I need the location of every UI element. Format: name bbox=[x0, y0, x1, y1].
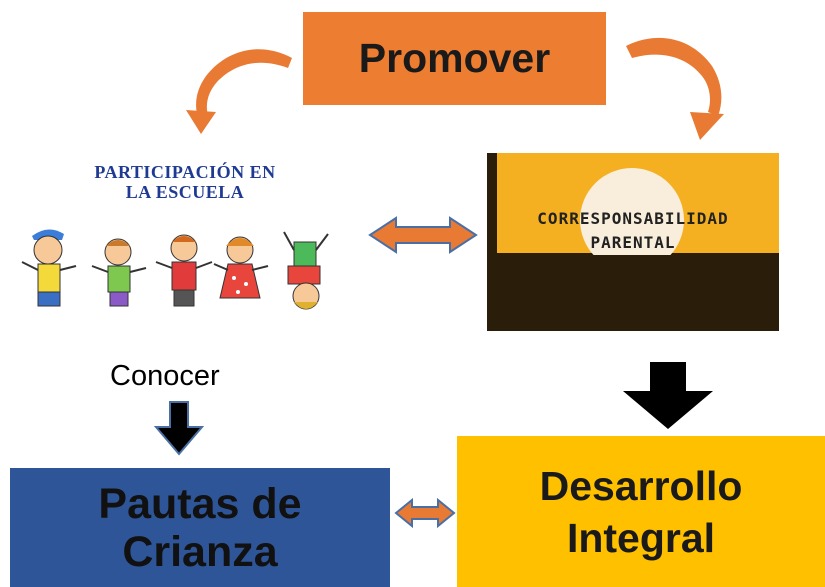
child-figure-2 bbox=[91, 238, 147, 307]
slide-left-strip bbox=[487, 153, 497, 253]
down-arrow-right bbox=[623, 362, 713, 429]
corresp-line2: PARENTAL bbox=[590, 233, 676, 251]
child-figure-1 bbox=[21, 229, 77, 307]
curved-arrow-left bbox=[186, 49, 292, 134]
children-illustration bbox=[21, 229, 329, 310]
participacion-line1: PARTICIPACIÓN EN bbox=[94, 162, 276, 182]
child-figure-5 bbox=[283, 231, 329, 310]
double-arrow-top bbox=[368, 216, 478, 254]
pautas-box: Pautas de Crianza bbox=[10, 468, 390, 587]
promover-box: Promover bbox=[303, 12, 606, 105]
desarrollo-line2: Integral bbox=[566, 514, 716, 561]
pautas-line2: Crianza bbox=[122, 527, 278, 576]
desarrollo-box: Desarrollo Integral bbox=[457, 436, 825, 587]
child-figure-4 bbox=[213, 236, 269, 299]
down-arrow-left bbox=[153, 401, 205, 456]
corresponsabilidad-slide: CORRESPONSABILIDAD PARENTAL bbox=[487, 153, 779, 331]
participacion-line2: LA ESCUELA bbox=[125, 182, 245, 202]
participacion-title: PARTICIPACIÓN EN LA ESCUELA bbox=[40, 162, 330, 202]
curved-arrow-right bbox=[626, 37, 724, 140]
corresp-line1: CORRESPONSABILIDAD bbox=[537, 209, 729, 228]
child-figure-3 bbox=[155, 234, 213, 307]
conocer-label: Conocer bbox=[110, 360, 220, 392]
double-arrow-bottom bbox=[394, 497, 456, 529]
pautas-line1: Pautas de bbox=[98, 479, 302, 528]
desarrollo-line1: Desarrollo bbox=[539, 462, 743, 509]
seal-badge-icon bbox=[580, 168, 684, 255]
